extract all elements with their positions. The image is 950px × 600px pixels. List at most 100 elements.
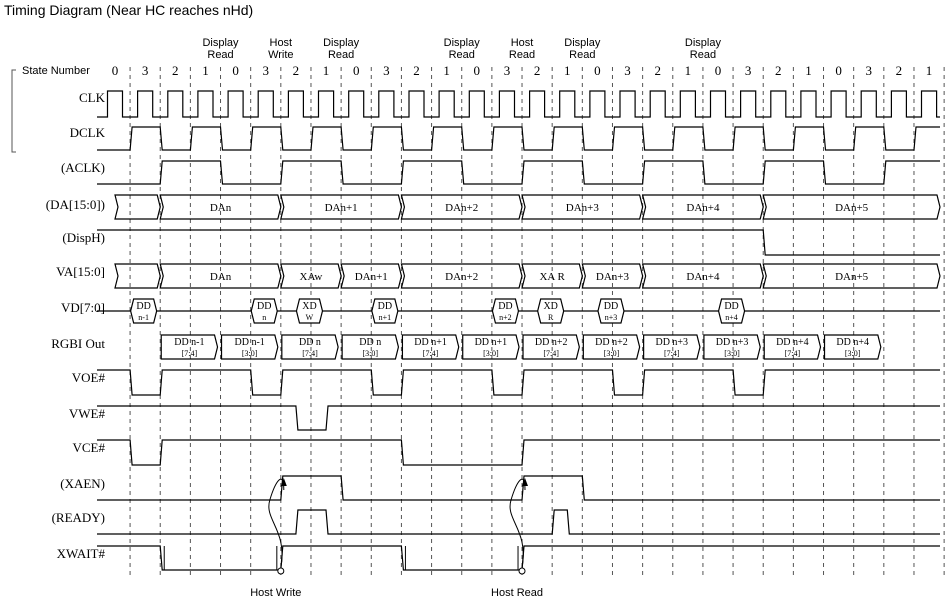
state-number: 3 bbox=[624, 63, 631, 78]
arrow-head bbox=[280, 478, 287, 486]
rgbi-cell-nibble: [7:4] bbox=[302, 349, 318, 358]
rgbi-cell-nibble: [3:0] bbox=[242, 349, 258, 358]
annotation-display-read: Display bbox=[323, 37, 360, 49]
annotation-display-read: Display bbox=[202, 37, 239, 49]
va-bus-value: XAw bbox=[300, 271, 323, 283]
da-bus-segment bbox=[114, 194, 161, 220]
signal-ready: (READY) bbox=[52, 509, 940, 535]
vd-pulse-label: DD bbox=[724, 301, 738, 312]
vd-pulse-label: XD bbox=[302, 301, 316, 312]
annotation-display-read: Read bbox=[449, 49, 475, 61]
rgbi-cell-nibble: [7:4] bbox=[182, 349, 198, 358]
vd-pulse-label: XD bbox=[543, 301, 557, 312]
annotation-host-write: Write bbox=[268, 49, 293, 61]
rgbi-output-cell bbox=[703, 334, 761, 360]
vd-pulse-label: DD bbox=[604, 301, 618, 312]
state-number: 3 bbox=[866, 63, 873, 78]
rgbi-cell-nibble: [3:0] bbox=[604, 349, 620, 358]
rgbi-cell-data: DD n+3 bbox=[716, 337, 749, 348]
state-number: 0 bbox=[232, 63, 239, 78]
vd-pulse-label: n+3 bbox=[605, 313, 618, 322]
va-bus-value: DAn+5 bbox=[835, 271, 869, 283]
signal-xwait: XWAIT# bbox=[57, 545, 940, 571]
state-number: 2 bbox=[172, 63, 179, 78]
signal-label: CLK bbox=[79, 90, 106, 105]
va-bus-value: DAn bbox=[210, 271, 232, 283]
state-number: 2 bbox=[293, 63, 300, 78]
signal-label: XWAIT# bbox=[57, 546, 106, 561]
rgbi-cell-nibble: [3:0] bbox=[483, 349, 499, 358]
signal-clk: CLK bbox=[79, 90, 940, 118]
vd-pulse-label: n bbox=[262, 313, 266, 322]
da-bus-value: DAn+1 bbox=[325, 202, 358, 214]
va-bus-value: DAn+1 bbox=[355, 271, 388, 283]
vd-data-pulse bbox=[130, 298, 158, 324]
va-bus-segment bbox=[340, 263, 403, 289]
rgbi-cell-nibble: [3:0] bbox=[724, 349, 740, 358]
rgbi-output-cell bbox=[220, 334, 279, 360]
state-number: 3 bbox=[383, 63, 390, 78]
va-bus-segment bbox=[159, 263, 282, 289]
signal-label: VWE# bbox=[69, 406, 106, 421]
vd-pulse-label: DD bbox=[136, 301, 150, 312]
rgbi-output-cell bbox=[281, 334, 339, 360]
va-bus-segment bbox=[114, 263, 161, 289]
causality-arrow bbox=[509, 478, 526, 569]
voe-waveform bbox=[97, 369, 940, 396]
da-bus-segment bbox=[400, 194, 523, 220]
signal-aclk: (ACLK) bbox=[61, 160, 940, 185]
signal-vce: VCE# bbox=[73, 439, 940, 466]
rgbi-output-cell bbox=[401, 334, 460, 360]
state-number: 2 bbox=[654, 63, 661, 78]
state-number: 2 bbox=[413, 63, 420, 78]
state-number: 2 bbox=[775, 63, 782, 78]
signal-vwe: VWE# bbox=[69, 405, 940, 431]
vd-pulse-label: DD bbox=[498, 301, 512, 312]
va-bus-value: DAn+3 bbox=[596, 271, 630, 283]
rgbi-cell-data: DD n+4 bbox=[836, 337, 869, 348]
causality-origin-marker bbox=[277, 567, 285, 575]
annotation-host-read: Read bbox=[509, 49, 535, 61]
signal-xaen: (XAEN) bbox=[60, 475, 940, 501]
signal-label: DCLK bbox=[70, 125, 106, 140]
vd-data-pulse bbox=[717, 298, 746, 324]
state-number: 1 bbox=[202, 63, 209, 78]
da-bus-segment bbox=[641, 194, 764, 220]
causality-arrow bbox=[268, 478, 285, 569]
annotation-display-read: Read bbox=[690, 49, 716, 61]
vd-pulse-label: n+2 bbox=[499, 313, 512, 322]
annotation-host-read: Host bbox=[511, 37, 534, 49]
da-bus-value: DAn+3 bbox=[566, 202, 600, 214]
da-bus-segment bbox=[521, 194, 644, 220]
annotation-host-write: Host bbox=[270, 37, 293, 49]
annotation-display-read: Read bbox=[328, 49, 354, 61]
dclk-waveform bbox=[97, 126, 940, 151]
rgbi-cell-nibble: [7:4] bbox=[664, 349, 680, 358]
rgbi-output-cell bbox=[522, 334, 580, 360]
state-number: 0 bbox=[474, 63, 481, 78]
da-bus-segment bbox=[762, 194, 941, 220]
signal-label: RGBI Out bbox=[51, 336, 105, 351]
signal-label: VD[7:0] bbox=[61, 300, 105, 315]
vd-pulse-label: DD bbox=[257, 301, 271, 312]
clock-group-bracket bbox=[11, 69, 16, 153]
signal-label: (READY) bbox=[52, 510, 105, 525]
signal-disph: (DispH) bbox=[62, 229, 940, 256]
rgbi-output-cell bbox=[582, 334, 641, 360]
state-number: 1 bbox=[926, 63, 933, 78]
rgbi-cell-nibble: [7:4] bbox=[543, 349, 559, 358]
rgbi-output-cell bbox=[643, 334, 701, 360]
va-bus-segment bbox=[641, 263, 764, 289]
rgbi-cell-data: DD n+1 bbox=[475, 337, 508, 348]
rgbi-cell-data: DD n bbox=[299, 337, 321, 348]
rgbi-output-cell bbox=[462, 334, 520, 360]
annotation-display-read: Read bbox=[207, 49, 233, 61]
da-bus-value: DAn+4 bbox=[686, 202, 720, 214]
signal-label: VA[15:0] bbox=[56, 264, 105, 279]
vd-pulse-label: W bbox=[306, 313, 314, 322]
vd-data-pulse bbox=[371, 298, 399, 324]
va-bus-segment bbox=[521, 263, 583, 289]
annotation-display-read: Display bbox=[685, 37, 722, 49]
